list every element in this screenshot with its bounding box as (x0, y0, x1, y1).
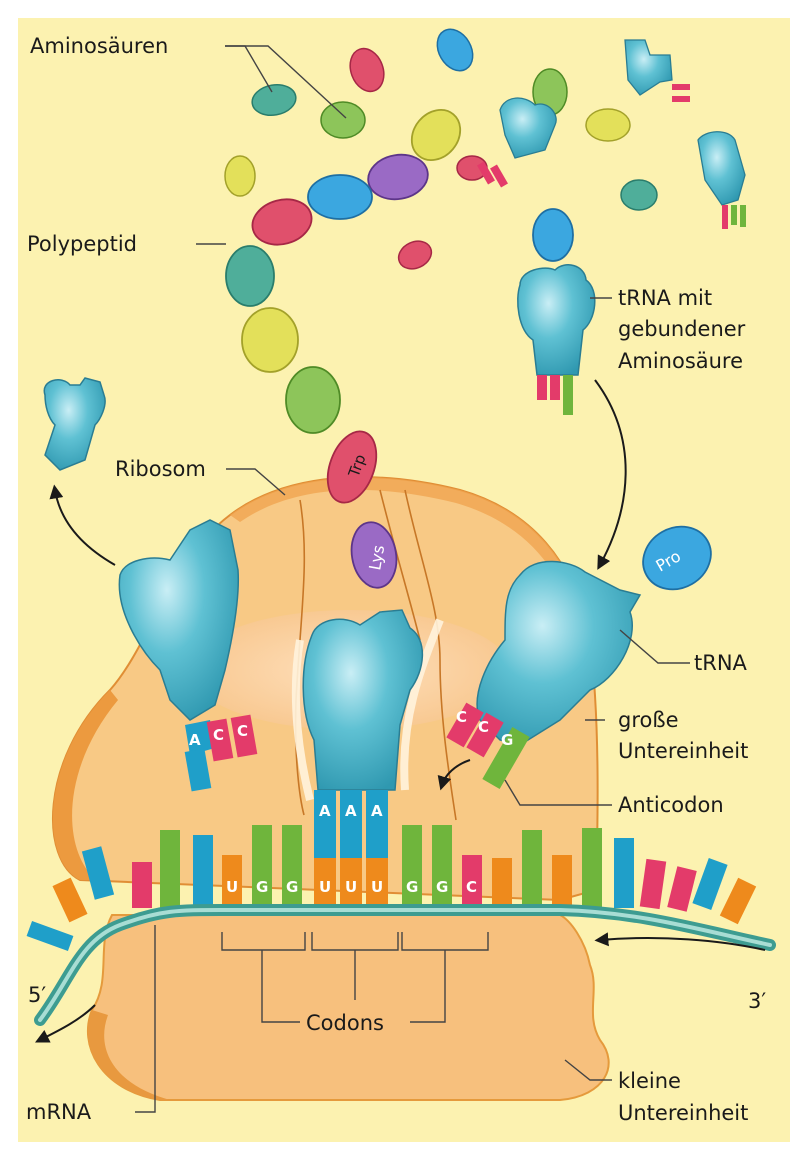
label-polypeptid: Polypeptid (27, 232, 137, 256)
left-anticodon-base-3: C (237, 722, 248, 740)
codon-base-3: G (286, 878, 298, 896)
middle-anticodon-base-2: A (345, 802, 357, 820)
right-anticodon-base-3: G (501, 731, 513, 749)
mrna-strand-highlight (38, 908, 772, 1022)
middle-anticodon-base-1: A (319, 802, 331, 820)
label-codons: Codons (306, 1011, 384, 1035)
label-aminosaeuren: Aminosäuren (30, 34, 168, 58)
trna-a-site: Pro C C G (446, 525, 712, 789)
arrows (34, 379, 766, 1043)
polypeptide-chain: Trp Lys (225, 109, 462, 589)
label-trna-mit: tRNA mit (618, 286, 712, 310)
label-trna: tRNA (694, 651, 748, 675)
trna-e-site: A C C (118, 519, 258, 792)
label-five-prime: 5′ (28, 983, 46, 1007)
leader-lines (135, 45, 690, 1113)
middle-anticodon-base-3: A (371, 802, 383, 820)
codon-base-9: C (466, 878, 477, 896)
codon-base-8: G (436, 878, 448, 896)
aa-lys-label: Lys (365, 544, 388, 572)
entry-channel (291, 618, 444, 801)
codon-base-6: U (371, 878, 383, 896)
codon-base-2: G (256, 878, 268, 896)
mrna-left-base (26, 920, 74, 952)
left-anticodon-base-1: A (189, 731, 201, 749)
left-anticodon-base-2: C (213, 726, 224, 744)
label-kleine: kleine (618, 1069, 681, 1093)
label-aminosaeure: Aminosäure (618, 349, 743, 373)
large-subunit-rim (52, 690, 118, 880)
small-subunit-shadow (87, 1010, 170, 1100)
codon-base-7: G (406, 878, 418, 896)
codon-bases: U G G U U U G G C (222, 858, 482, 908)
right-anticodon-base-2: C (478, 718, 489, 736)
right-anticodon-base-1: C (456, 708, 467, 726)
label-gebundener: gebundener (618, 317, 746, 341)
codon-base-4: U (319, 878, 331, 896)
label-grosse: große (618, 708, 679, 732)
label-mrna: mRNA (26, 1100, 92, 1124)
label-anticodon: Anticodon (618, 793, 724, 817)
trna-charged-incoming (517, 208, 596, 415)
label-ribosom: Ribosom (115, 457, 206, 481)
label-untereinheit-klein: Untereinheit (618, 1101, 748, 1125)
trna-released (43, 377, 106, 471)
large-subunit-top-rim (230, 477, 590, 640)
codon-base-5: U (345, 878, 357, 896)
label-untereinheit-gross: Untereinheit (618, 739, 748, 763)
trna-free-top (477, 39, 746, 229)
label-three-prime: 3′ (748, 989, 766, 1013)
codon-base-1: U (226, 878, 238, 896)
free-amino-acids (224, 28, 658, 270)
trna-p-site: A A A (302, 609, 424, 858)
small-subunit (87, 914, 610, 1101)
